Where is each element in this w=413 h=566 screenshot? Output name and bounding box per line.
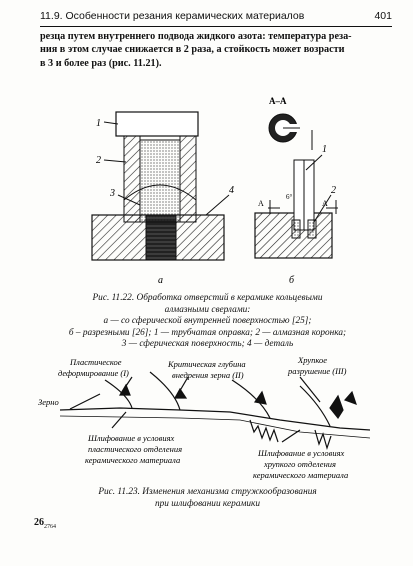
part-number-label: 1	[322, 144, 327, 155]
part-number-label: 1	[96, 118, 101, 129]
caption-line: при шлифовании керамики	[154, 498, 261, 509]
label-brittle-line: Хрупкое	[297, 355, 327, 365]
section-label: А–А	[269, 96, 287, 106]
running-header: 11.9. Особенности резания керамических м…	[40, 10, 392, 27]
caption-line: б – разрезными [26]; 1 — трубчатая оправ…	[68, 327, 347, 338]
figure-11-23-caption: Рис. 11.23. Изменения механизма стружкоо…	[30, 487, 385, 510]
caption-line: 3 — сферическая поверхность; 4 — деталь	[121, 339, 294, 350]
drill-b-drawing	[254, 113, 338, 259]
page-number: 401	[374, 10, 392, 22]
section-mark: А	[322, 199, 328, 208]
label-brittle-line: разрушение (III)	[287, 366, 347, 376]
label-critical-line: внедрения зерна (II)	[172, 370, 244, 380]
caption-line: Рис. 11.22. Обработка отверстий в керами…	[92, 293, 323, 303]
part-number-label: 4	[229, 185, 234, 196]
drill-a-drawing	[91, 111, 230, 261]
label-grind-brittle-line: Шлифование в условиях	[257, 448, 345, 458]
part-number-label: 3	[109, 188, 115, 199]
label-grind-plastic-line: Шлифование в условиях	[87, 433, 175, 443]
footer-signature: 262764	[34, 517, 56, 530]
caption-line: алмазными сверлами:	[164, 304, 251, 315]
label-grind-plastic-line: керамического материала	[85, 455, 180, 465]
signature-sub: 2764	[44, 524, 56, 530]
paragraph-line: резца путем внутреннего подвода жидкого …	[40, 31, 352, 42]
label-grind-plastic-line: пластического отделения	[88, 444, 182, 454]
part-number-label: 2	[331, 185, 336, 196]
signature-number: 26	[34, 517, 44, 528]
label-grind-brittle-line: хрупкого отделения	[263, 459, 336, 469]
angle-label: 6°	[286, 193, 293, 201]
figure-11-22-caption: Рис. 11.22. Обработка отверстий в керами…	[30, 293, 385, 351]
subfigure-label-a: а	[158, 275, 163, 286]
body-paragraph: резца путем внутреннего подвода жидкого …	[40, 30, 390, 70]
label-critical-line: Критическая глубина	[167, 359, 246, 369]
label-grind-brittle-line: керамического материала	[253, 470, 348, 480]
part-number-label: 2	[96, 155, 101, 166]
caption-line: а — со сферической внутренней поверхност…	[103, 316, 312, 327]
paragraph-line: в 3 и более раз (рис. 11.21).	[40, 57, 162, 69]
label-plastic-line: Пластическое	[69, 357, 122, 367]
header-title: 11.9. Особенности резания керамических м…	[40, 10, 305, 22]
section-mark: А	[258, 199, 264, 208]
label-plastic-line: деформирование (I)	[58, 368, 129, 378]
caption-line: Рис. 11.23. Изменения механизма стружкоо…	[98, 487, 317, 497]
label-grain: Зерно	[38, 397, 59, 407]
subfigure-label-b: б	[289, 275, 295, 286]
paragraph-line: ния в этом случае снижается в 2 раза, а …	[40, 44, 345, 56]
